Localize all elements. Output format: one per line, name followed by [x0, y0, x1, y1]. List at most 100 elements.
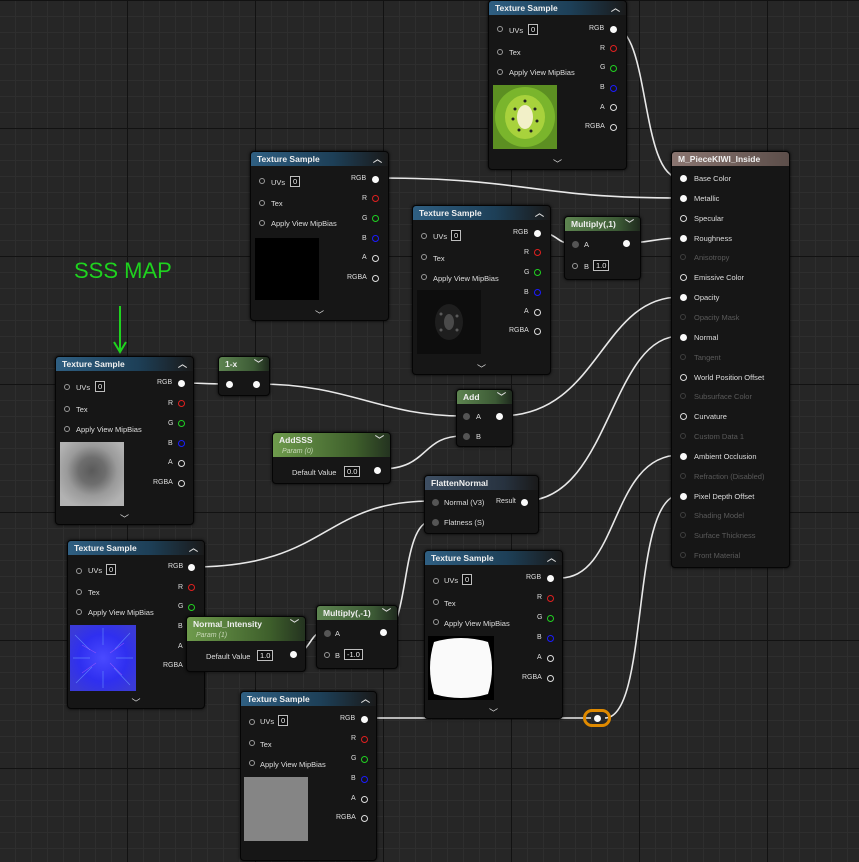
- texture-sample-mask-node[interactable]: Texture Sample︿ UVs 0 Tex Apply View Mip…: [412, 205, 551, 375]
- texture-sample-kiwi-node[interactable]: Texture Sample︿ UVs 0 Tex Apply View Mip…: [488, 0, 627, 170]
- rgba-pin[interactable]: [547, 675, 554, 682]
- uvs-value[interactable]: 0: [290, 176, 301, 187]
- tex-pin[interactable]: [76, 589, 82, 595]
- material-pin-2[interactable]: [680, 214, 687, 222]
- collapse-chevron-icon[interactable]: ︿: [372, 154, 382, 164]
- texture-sample-sss-node[interactable]: Texture Sample︿ UVs 0 Tex Apply View Mip…: [55, 356, 194, 525]
- uvs-value[interactable]: 0: [95, 381, 106, 392]
- uvs-pin[interactable]: [249, 719, 255, 725]
- material-pin-12[interactable]: [680, 413, 687, 421]
- uvs-pin[interactable]: [259, 178, 265, 184]
- uvs-value[interactable]: 0: [278, 715, 289, 726]
- uvs-value[interactable]: 0: [451, 230, 462, 241]
- material-pin-3[interactable]: [680, 234, 687, 242]
- r-pin[interactable]: [547, 595, 554, 602]
- flatten-normal-node[interactable]: FlattenNormal Normal (V3) Result Flatnes…: [424, 475, 539, 534]
- collapse-chevron-icon[interactable]: ﹀: [496, 392, 506, 402]
- r-pin[interactable]: [188, 584, 195, 591]
- collapse-chevron-icon[interactable]: ﹀: [253, 359, 263, 369]
- flatness-input-pin[interactable]: [432, 519, 439, 526]
- uvs-value[interactable]: 0: [528, 24, 539, 35]
- mipbias-pin[interactable]: [421, 274, 427, 280]
- a-pin[interactable]: [361, 796, 368, 803]
- b-pin[interactable]: [361, 776, 368, 783]
- r-pin[interactable]: [610, 45, 617, 52]
- g-pin[interactable]: [610, 65, 617, 72]
- tex-pin[interactable]: [421, 254, 427, 260]
- rgb-pin[interactable]: [610, 26, 617, 33]
- rgb-pin[interactable]: [372, 176, 379, 183]
- uvs-pin[interactable]: [76, 568, 82, 574]
- mipbias-pin[interactable]: [259, 220, 265, 226]
- expand-chevron-icon[interactable]: ﹀: [552, 159, 563, 169]
- normal-intensity-output-pin[interactable]: [290, 651, 297, 658]
- rgba-pin[interactable]: [534, 328, 541, 335]
- rgb-pin[interactable]: [178, 380, 185, 387]
- one-minus-output-pin[interactable]: [253, 381, 260, 388]
- r-pin[interactable]: [534, 249, 541, 256]
- texture-sample-white-node[interactable]: Texture Sample︿ UVs 0 Tex Apply View Mip…: [424, 550, 563, 719]
- default-value-field[interactable]: 1.0: [257, 650, 274, 661]
- tex-pin[interactable]: [64, 406, 70, 412]
- addsss-output-pin[interactable]: [374, 467, 381, 474]
- expand-chevron-icon[interactable]: ﹀: [131, 698, 141, 708]
- result-output-pin[interactable]: [521, 499, 528, 506]
- collapse-chevron-icon[interactable]: ︿: [546, 553, 556, 563]
- collapse-chevron-icon[interactable]: ︿: [188, 543, 198, 553]
- uvs-pin[interactable]: [497, 26, 503, 32]
- add-output-pin[interactable]: [496, 413, 503, 420]
- normal-input-pin[interactable]: [432, 499, 439, 506]
- uvs-pin[interactable]: [433, 578, 439, 584]
- b-pin[interactable]: [610, 85, 617, 92]
- collapse-chevron-icon[interactable]: ︿: [534, 208, 544, 218]
- multiply-b-pin[interactable]: [324, 652, 330, 658]
- mipbias-pin[interactable]: [433, 619, 439, 625]
- multiply-a-pin[interactable]: [572, 241, 579, 248]
- g-pin[interactable]: [547, 615, 554, 622]
- expand-chevron-icon[interactable]: ﹀: [119, 514, 130, 524]
- a-pin[interactable]: [372, 255, 379, 262]
- rgb-pin[interactable]: [534, 230, 541, 237]
- add-b-pin[interactable]: [463, 433, 470, 440]
- one-minus-node[interactable]: 1-x﹀: [218, 356, 270, 396]
- collapse-chevron-icon[interactable]: ﹀: [624, 219, 634, 229]
- collapse-chevron-icon[interactable]: ︿: [177, 359, 187, 369]
- tex-pin[interactable]: [433, 599, 439, 605]
- g-pin[interactable]: [178, 420, 185, 427]
- a-pin[interactable]: [178, 460, 185, 467]
- material-pin-16[interactable]: [680, 492, 687, 500]
- rgb-pin[interactable]: [361, 716, 368, 723]
- a-pin[interactable]: [534, 309, 541, 316]
- expand-chevron-icon[interactable]: ﹀: [476, 364, 487, 374]
- texture-sample-gray-node[interactable]: Texture Sample︿ UVs 0 Tex Apply View Mip…: [240, 691, 377, 861]
- multiply-output-pin[interactable]: [380, 629, 387, 636]
- multiply-a-pin[interactable]: [324, 630, 331, 637]
- expand-chevron-icon[interactable]: ﹀: [488, 708, 499, 718]
- collapse-chevron-icon[interactable]: ﹀: [374, 435, 384, 445]
- a-pin[interactable]: [547, 655, 554, 662]
- tex-pin[interactable]: [259, 200, 265, 206]
- texture-sample-normal-node[interactable]: Texture Sample︿ UVs 0 Tex Apply View Mip…: [67, 540, 205, 709]
- material-pin-5[interactable]: [680, 274, 687, 282]
- material-pin-10[interactable]: [680, 373, 687, 381]
- r-pin[interactable]: [361, 736, 368, 743]
- add-a-pin[interactable]: [463, 413, 470, 420]
- texture-sample-black-node[interactable]: Texture Sample︿ UVs 0 Tex Apply View Mip…: [250, 151, 389, 321]
- uvs-pin[interactable]: [421, 233, 427, 239]
- rgba-pin[interactable]: [361, 815, 368, 822]
- multiply-b-value[interactable]: -1.0: [344, 649, 363, 660]
- default-value-field[interactable]: 0.0: [344, 466, 361, 477]
- collapse-chevron-icon[interactable]: ︿: [360, 694, 370, 704]
- multiply-neg1-node[interactable]: Multiply(,-1)﹀ A B -1.0: [316, 605, 398, 669]
- material-pin-6[interactable]: [680, 294, 687, 302]
- r-pin[interactable]: [372, 195, 379, 202]
- material-pin-0[interactable]: [680, 175, 687, 182]
- tex-pin[interactable]: [497, 49, 503, 55]
- b-pin[interactable]: [372, 235, 379, 242]
- g-pin[interactable]: [534, 269, 541, 276]
- collapse-chevron-icon[interactable]: ︿: [610, 3, 620, 13]
- rgba-pin[interactable]: [178, 480, 185, 487]
